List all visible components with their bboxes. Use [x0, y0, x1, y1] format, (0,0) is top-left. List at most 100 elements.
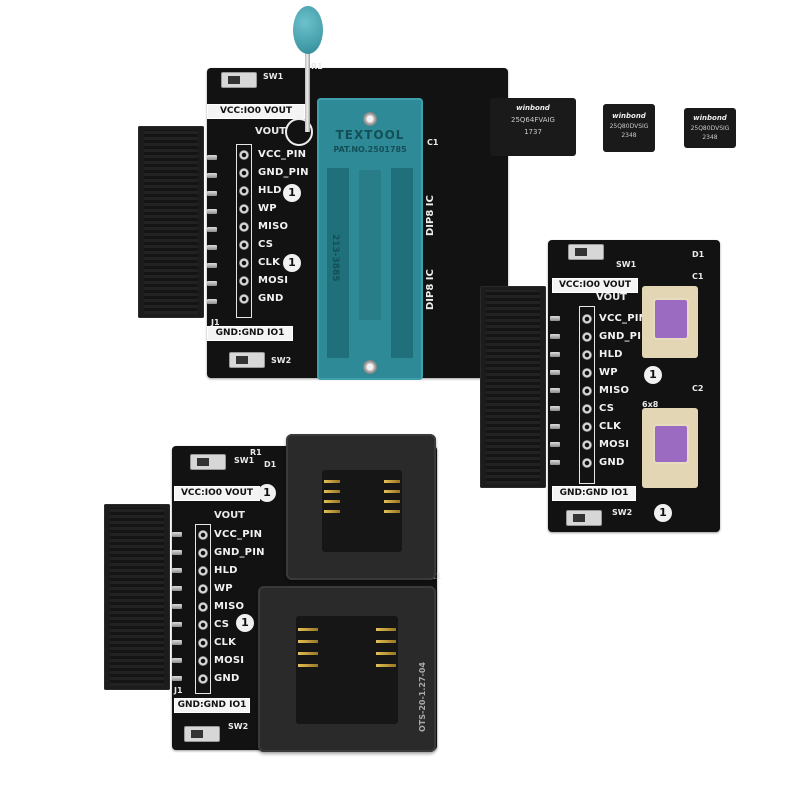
pin1-marker-b: 1: [236, 614, 254, 632]
pin-label-hld: HLD: [258, 185, 282, 196]
pin-label-hld: HLD: [214, 565, 238, 576]
pin-label-gnd: GND: [258, 293, 284, 304]
pin-label-vcc: VCC_PIN: [258, 149, 307, 160]
sw1-switch[interactable]: [221, 72, 257, 88]
gold-pin: [324, 500, 340, 503]
sw2-label: SW2: [228, 722, 249, 731]
pin1-marker-b: 1: [283, 254, 301, 272]
vout-ring: [285, 118, 313, 146]
gold-pin: [384, 500, 400, 503]
gold-pin: [376, 664, 396, 667]
pin1-marker-a: 1: [258, 484, 276, 502]
j1-header-connector: [104, 504, 170, 690]
zif-lever[interactable]: [305, 40, 310, 132]
pin-label-wp: WP: [599, 367, 618, 378]
pin-label-gnd: GND: [214, 673, 240, 684]
zif-right-rows: [391, 168, 413, 358]
pin1-marker-b: 1: [654, 504, 672, 522]
pin-label-cs: CS: [258, 239, 274, 250]
chip-sop8-brand: winbond: [612, 112, 646, 120]
pin-label-wp: WP: [258, 203, 277, 214]
vout-label: VOUT: [214, 510, 246, 521]
gold-pin: [298, 652, 318, 655]
pin-column-outline: [195, 524, 211, 694]
j1-header-connector: [138, 126, 204, 318]
sw2-switch[interactable]: [184, 726, 220, 742]
header-bottom-label: GND:GND IO1: [552, 486, 636, 501]
zif-screw-bottom: [363, 360, 377, 374]
sop-adapter-board: SW1 R1 D1 VCC:IO0 VOUT 1 VOUT VCC_PIN GN…: [100, 432, 445, 752]
chip-wson-part: 25Q80DVSIG: [690, 125, 730, 132]
zif-screw-top: [363, 112, 377, 126]
pin-label-cs: CS: [599, 403, 615, 414]
d1-label: D1: [264, 460, 277, 469]
pin-labels: VCC_PIN GND_PIN HLD WP MISO CS CLK MOSI …: [214, 526, 265, 688]
chip-sop8-lot: 2348: [621, 132, 637, 139]
sop-socket-text: OTS-20-1.27-04: [418, 662, 427, 732]
sw2-switch[interactable]: [566, 510, 602, 526]
pin-label-mosi: MOSI: [599, 439, 630, 450]
chip-dip8: winbond 25Q64FVAIG 1737: [490, 98, 576, 156]
vout-label: VOUT: [596, 292, 628, 303]
pin-label-mosi: MOSI: [214, 655, 245, 666]
gold-pin: [376, 628, 396, 631]
sw1-switch[interactable]: [568, 244, 604, 260]
c2-label: C2: [692, 384, 704, 393]
sop-socket-bottom-cavity: [296, 616, 398, 724]
pin-label-vcc: VCC_PIN: [214, 529, 263, 540]
j1-header-connector: [480, 286, 546, 488]
pin-label-vcc: VCC_PIN: [599, 313, 648, 324]
chip-dip8-brand: winbond: [516, 104, 550, 112]
wson-clip-bottom[interactable]: [653, 424, 689, 464]
pin1-marker-a: 1: [283, 184, 301, 202]
sw2-label: SW2: [612, 508, 633, 517]
pin-label-hld: HLD: [599, 349, 623, 360]
chip-wson-lot: 2348: [702, 134, 718, 141]
chip-sop8: winbond 25Q80DVSIG 2348: [603, 104, 655, 152]
gold-pin: [324, 510, 340, 513]
r1-label: R1: [250, 448, 262, 457]
j1-pins: [550, 316, 560, 478]
pin-label-clk: CLK: [258, 257, 281, 268]
chip-sop8-part: 25Q80DVSIG: [609, 123, 649, 130]
gold-pin: [384, 480, 400, 483]
pin-label-cs: CS: [214, 619, 230, 630]
zif-patent: PAT.NO.2501785: [333, 145, 407, 154]
chip-wson-brand: winbond: [693, 114, 727, 122]
pin-label-clk: CLK: [599, 421, 622, 432]
gold-pin: [298, 640, 318, 643]
pin-label-miso: MISO: [258, 221, 289, 232]
side-label-bottom: DIP8 IC: [425, 269, 436, 310]
header-top-label: VCC:IO0 VOUT: [552, 278, 638, 293]
sw1-label: SW1: [263, 72, 284, 81]
size-label: 6x8: [642, 400, 659, 409]
pin-holes: [239, 150, 249, 312]
sw2-label: SW2: [271, 356, 292, 365]
wson-clip-top[interactable]: [653, 298, 689, 340]
pin-label-clk: CLK: [214, 637, 237, 648]
pin-label-gnd-pin: GND_PIN: [599, 331, 650, 342]
pin-label-miso: MISO: [599, 385, 630, 396]
pin-column-outline: [579, 306, 595, 484]
gold-pin: [324, 490, 340, 493]
pin-label-gnd-pin: GND_PIN: [258, 167, 309, 178]
gold-pin: [324, 480, 340, 483]
d1-label: D1: [692, 250, 705, 259]
chip-dip8-lot: 1737: [524, 128, 542, 136]
sw2-switch[interactable]: [229, 352, 265, 368]
j1-label: J1: [211, 318, 220, 327]
header-top-label: VCC:IO0 VOUT: [207, 104, 305, 119]
zif-lever-knob[interactable]: [293, 6, 323, 54]
chip-wson: winbond 25Q80DVSIG 2348: [684, 108, 736, 148]
gold-pin: [384, 510, 400, 513]
sw1-label: SW1: [616, 260, 637, 269]
zif-center: [359, 170, 381, 320]
sw1-switch[interactable]: [190, 454, 226, 470]
gold-pin: [298, 664, 318, 667]
pin-label-gnd: GND: [599, 457, 625, 468]
chip-dip8-part: 25Q64FVAIG: [511, 116, 555, 124]
vout-label: VOUT: [255, 126, 287, 137]
zif-model: 213-3885: [330, 234, 340, 282]
pin-label-wp: WP: [214, 583, 233, 594]
j1-pins: [172, 532, 182, 694]
